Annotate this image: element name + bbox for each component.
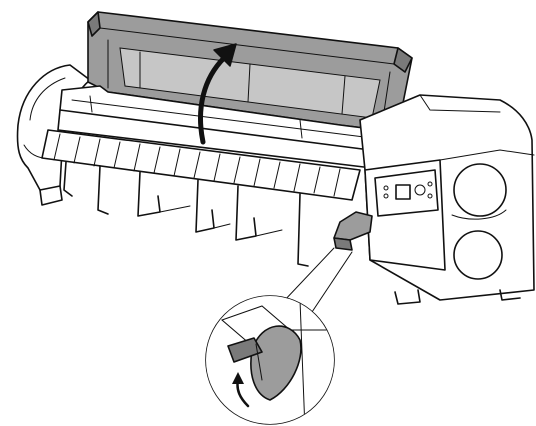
paper-guide-ribs xyxy=(41,129,361,201)
panel-button xyxy=(427,193,433,199)
panel-button xyxy=(427,181,433,187)
control-panel xyxy=(374,169,439,217)
up-curved-arrow-icon xyxy=(198,43,237,145)
feed-guides xyxy=(63,161,309,267)
panel-dial xyxy=(414,184,426,196)
panel-display xyxy=(395,184,411,200)
lever-detail-zoom xyxy=(205,295,335,425)
panel-button xyxy=(383,185,389,191)
panel-button xyxy=(383,193,389,199)
release-lever xyxy=(333,211,373,251)
